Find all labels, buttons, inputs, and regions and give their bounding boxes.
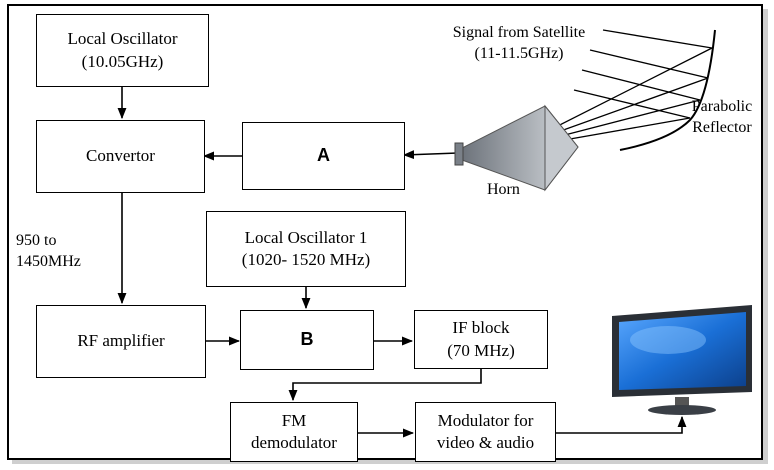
diagram-frame: [7, 4, 763, 460]
arrow-if-to-fm: [288, 369, 482, 402]
reflector-label-line2: Reflector: [692, 118, 752, 136]
convertor-block: Convertor: [36, 120, 205, 193]
horn-label: Horn: [487, 181, 520, 198]
local-oscillator-1-block: Local Oscillator 1 (1020- 1520 MHz): [206, 211, 406, 287]
frequency-range-line2: 1450MHz: [16, 252, 81, 270]
local-oscillator-freq: (10.05GHz): [81, 51, 164, 71]
if-block: IF block (70 MHz): [414, 310, 548, 369]
frame-shadow-right: [762, 9, 768, 464]
television-icon: [612, 305, 752, 415]
arrow-mod-to-tv: [556, 415, 687, 434]
reflector-label-line1: Parabolic: [691, 98, 753, 115]
local-oscillator-1-freq: (1020- 1520 MHz): [241, 250, 371, 269]
frequency-range-label: 950 to 1450MHz: [16, 231, 81, 273]
fm-demodulator-block: FM demodulator: [230, 402, 358, 462]
fm-demodulator-line2: demodulator: [251, 433, 337, 452]
rf-amplifier-block: RF amplifier: [36, 305, 206, 378]
if-block-name: IF block: [452, 318, 510, 338]
block-a: A: [242, 122, 405, 190]
reflector-label: Parabolic Reflector: [684, 97, 760, 139]
modulator-block: Modulator for video & audio: [415, 402, 556, 462]
local-oscillator-block: Local Oscillator (10.05GHz): [36, 14, 209, 87]
convertor-label: Convertor: [86, 146, 155, 166]
modulator-line2: video & audio: [436, 433, 535, 452]
horn-antenna-icon: [454, 104, 579, 192]
modulator-line1: Modulator for: [437, 410, 534, 430]
arrow-horn-to-a: [402, 150, 459, 160]
block-b-label: B: [300, 329, 314, 350]
block-a-label: A: [317, 145, 330, 166]
signal-label-line1: Signal from Satellite: [452, 24, 586, 41]
fm-demodulator-line1: FM: [281, 410, 307, 430]
if-block-freq: (70 MHz): [447, 340, 515, 360]
parabolic-reflector-icon: [619, 29, 716, 151]
local-oscillator-name: Local Oscillator: [67, 29, 178, 49]
signal-label: Signal from Satellite (11-11.5GHz): [429, 23, 609, 65]
block-b: B: [240, 310, 374, 370]
local-oscillator-1-name: Local Oscillator 1: [244, 227, 368, 247]
frequency-range-line1: 950 to: [16, 232, 57, 249]
rf-amplifier-label: RF amplifier: [77, 331, 165, 351]
satellite-signal-rays-icon: [529, 29, 713, 147]
signal-label-line2: (11-11.5GHz): [474, 44, 564, 62]
frame-shadow-bottom: [12, 458, 767, 464]
